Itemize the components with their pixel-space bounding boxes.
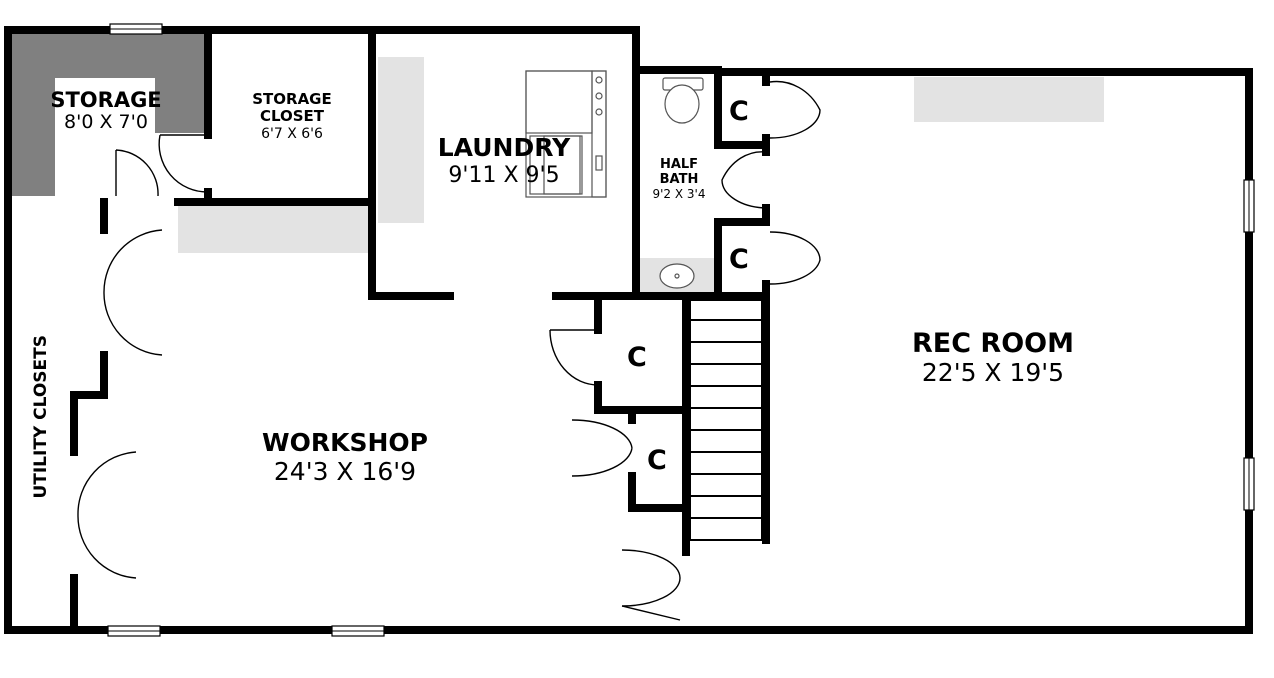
workshop-name: WORKSHOP <box>262 428 428 457</box>
utility-closets-name: UTILITY CLOSETS <box>31 334 52 499</box>
half-bath-name-line2: BATH <box>659 171 699 187</box>
toilet-icon <box>662 77 704 124</box>
rec-room-dims: 22'5 X 19'5 <box>921 358 1065 388</box>
storage-label: STORAGE 8'0 X 7'0 <box>40 88 172 134</box>
laundry-counter <box>378 57 424 223</box>
laundry-label: LAUNDRY 9'11 X 9'5 <box>428 133 580 188</box>
rec-room-label: REC ROOM 22'5 X 19'5 <box>893 328 1093 388</box>
storage-label-cutout <box>55 78 155 133</box>
laundry-name: LAUNDRY <box>437 133 571 162</box>
workshop-dims: 24'3 X 16'9 <box>273 456 417 486</box>
doors <box>77 80 821 621</box>
sink-icon <box>659 263 695 289</box>
utility-closets-label: UTILITY CLOSETS <box>31 322 52 512</box>
rec-room-name: REC ROOM <box>911 328 1074 359</box>
closet-label-middle: C <box>729 244 749 275</box>
laundry-dims: 9'11 X 9'5 <box>448 162 560 188</box>
storage-name: STORAGE <box>50 88 162 112</box>
interior-walls <box>70 26 770 634</box>
storage-closet-label: STORAGE CLOSET 6'7 X 6'6 <box>228 90 356 142</box>
workshop-label: WORKSHOP 24'3 X 16'9 <box>240 428 450 487</box>
half-bath-name-line1: HALF <box>659 157 699 172</box>
storage-closet-name-line1: STORAGE <box>252 90 332 108</box>
storage-dims: 8'0 X 7'0 <box>64 111 148 134</box>
rec-room-counter <box>914 77 1104 122</box>
half-bath-label: HALF BATH 9'2 X 3'4 <box>640 157 718 202</box>
closet-label-top: C <box>729 96 749 127</box>
storage-closet-name-line2: CLOSET <box>259 107 325 126</box>
workshop-counter <box>178 205 372 253</box>
staircase <box>689 299 763 541</box>
storage-lower-cutout <box>55 133 210 203</box>
closet-label-left-upper: C <box>627 342 647 373</box>
windows <box>107 23 1255 637</box>
half-bath-dims: 9'2 X 3'4 <box>652 186 706 201</box>
closet-label-left-lower: C <box>647 445 667 476</box>
storage-closet-dims: 6'7 X 6'6 <box>261 125 323 142</box>
washer-dryer-icon <box>525 70 607 198</box>
